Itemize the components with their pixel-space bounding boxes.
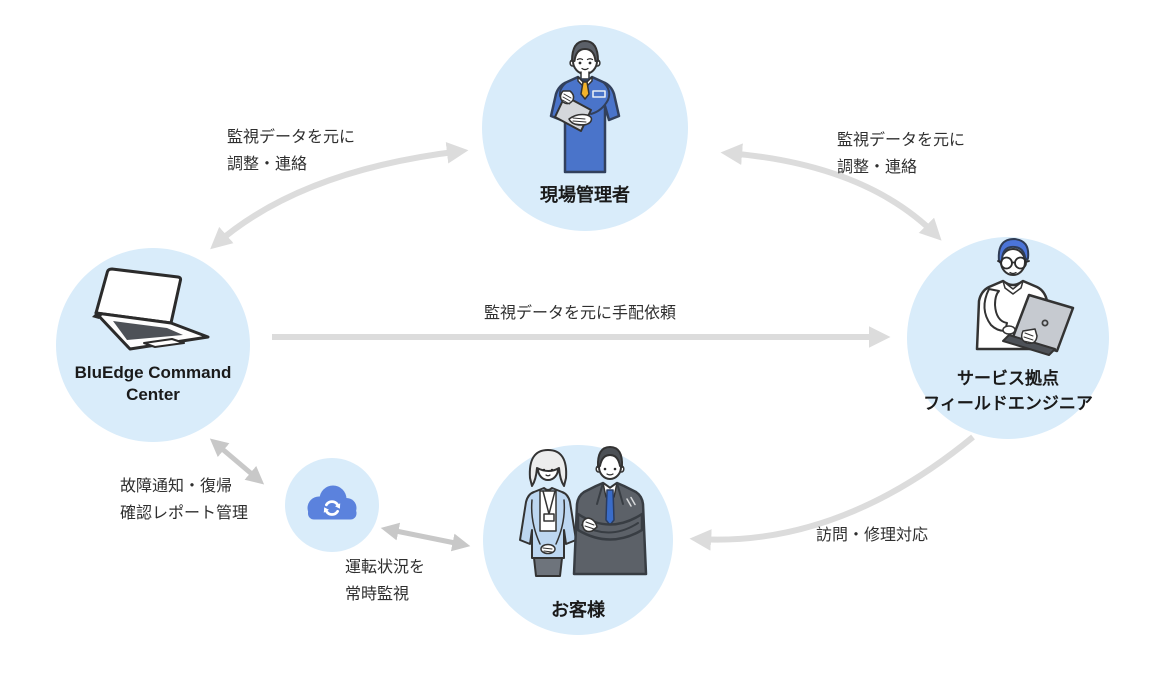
site-manager-illustration [549,40,621,174]
field-engineer-illustration [975,238,1075,356]
command-center-label-line2: Center [126,385,180,404]
arrow-sitemanager-engineer [720,143,942,241]
arrow-engineer-customer [689,434,975,551]
edge-label-engineer-customer: 訪問・修理対応 [816,527,929,544]
laptop-illustration [92,267,210,351]
edge-label-line: 調整・連絡 [227,156,308,173]
arrow-cloud-customer [380,522,471,552]
edge-label-line: 調整・連絡 [837,159,918,176]
man-hand [581,517,598,533]
field-engineer-label-line1: サービス拠点 [957,369,1059,388]
edge-label-commandcenter-engineer: 監視データを元に手配依頼 [483,305,676,322]
engineer-laptop-keyboard [1002,334,1056,356]
edge-label-commandcenter-cloud: 故障通知・復帰 確認レポート管理 [120,473,248,527]
woman-hair [528,449,568,487]
man-crossed-arms [576,512,644,541]
cloud-sync-icon [307,485,357,520]
woman-skirt [533,557,563,577]
manager-hand-lower [568,113,593,126]
manager-tie [580,81,590,100]
arrow-commandcenter-cloud [209,438,265,485]
edge-label-line: 常時監視 [345,586,410,603]
man-pocket-square [626,496,636,507]
command-center-label: BluEdge Command Center [56,362,250,406]
manager-hand-upper [559,90,575,105]
site-manager-label: 現場管理者 [540,185,630,205]
field-engineer-label: サービス拠点 フィールドエンジニア [907,366,1109,416]
woman-badge [543,513,555,522]
customers-illustration [519,446,648,577]
field-engineer-label-line2: フィールドエンジニア [923,394,1093,413]
laptop-keyboard [113,321,183,340]
command-center-label-line1: BluEdge Command [74,363,232,382]
engineer-hand-left [1002,325,1016,335]
arrow-commandcenter-sitemanager [210,142,469,250]
customer-label: お客様 [551,600,605,620]
man-hair [596,446,624,468]
manager-hair [571,40,599,62]
edge-label-line: 監視データを元に [227,129,356,146]
edge-label-commandcenter-sitemanager: 監視データを元に 調整・連絡 [227,124,355,178]
edge-label-line: 運転状況を [345,559,426,576]
edge-label-line: 確認レポート管理 [120,505,249,522]
sync-arrows-icon [323,500,341,516]
edge-label-line: 故障通知・復帰 [120,478,233,495]
edge-label-line: 監視データを元に [837,132,966,149]
edge-label-sitemanager-engineer: 監視データを元に 調整・連絡 [837,127,965,181]
laptop-touchpad [143,338,185,348]
edge-label-cloud-customer: 運転状況を 常時監視 [345,554,425,608]
man-tie [605,489,615,526]
woman-lanyard [542,490,556,515]
